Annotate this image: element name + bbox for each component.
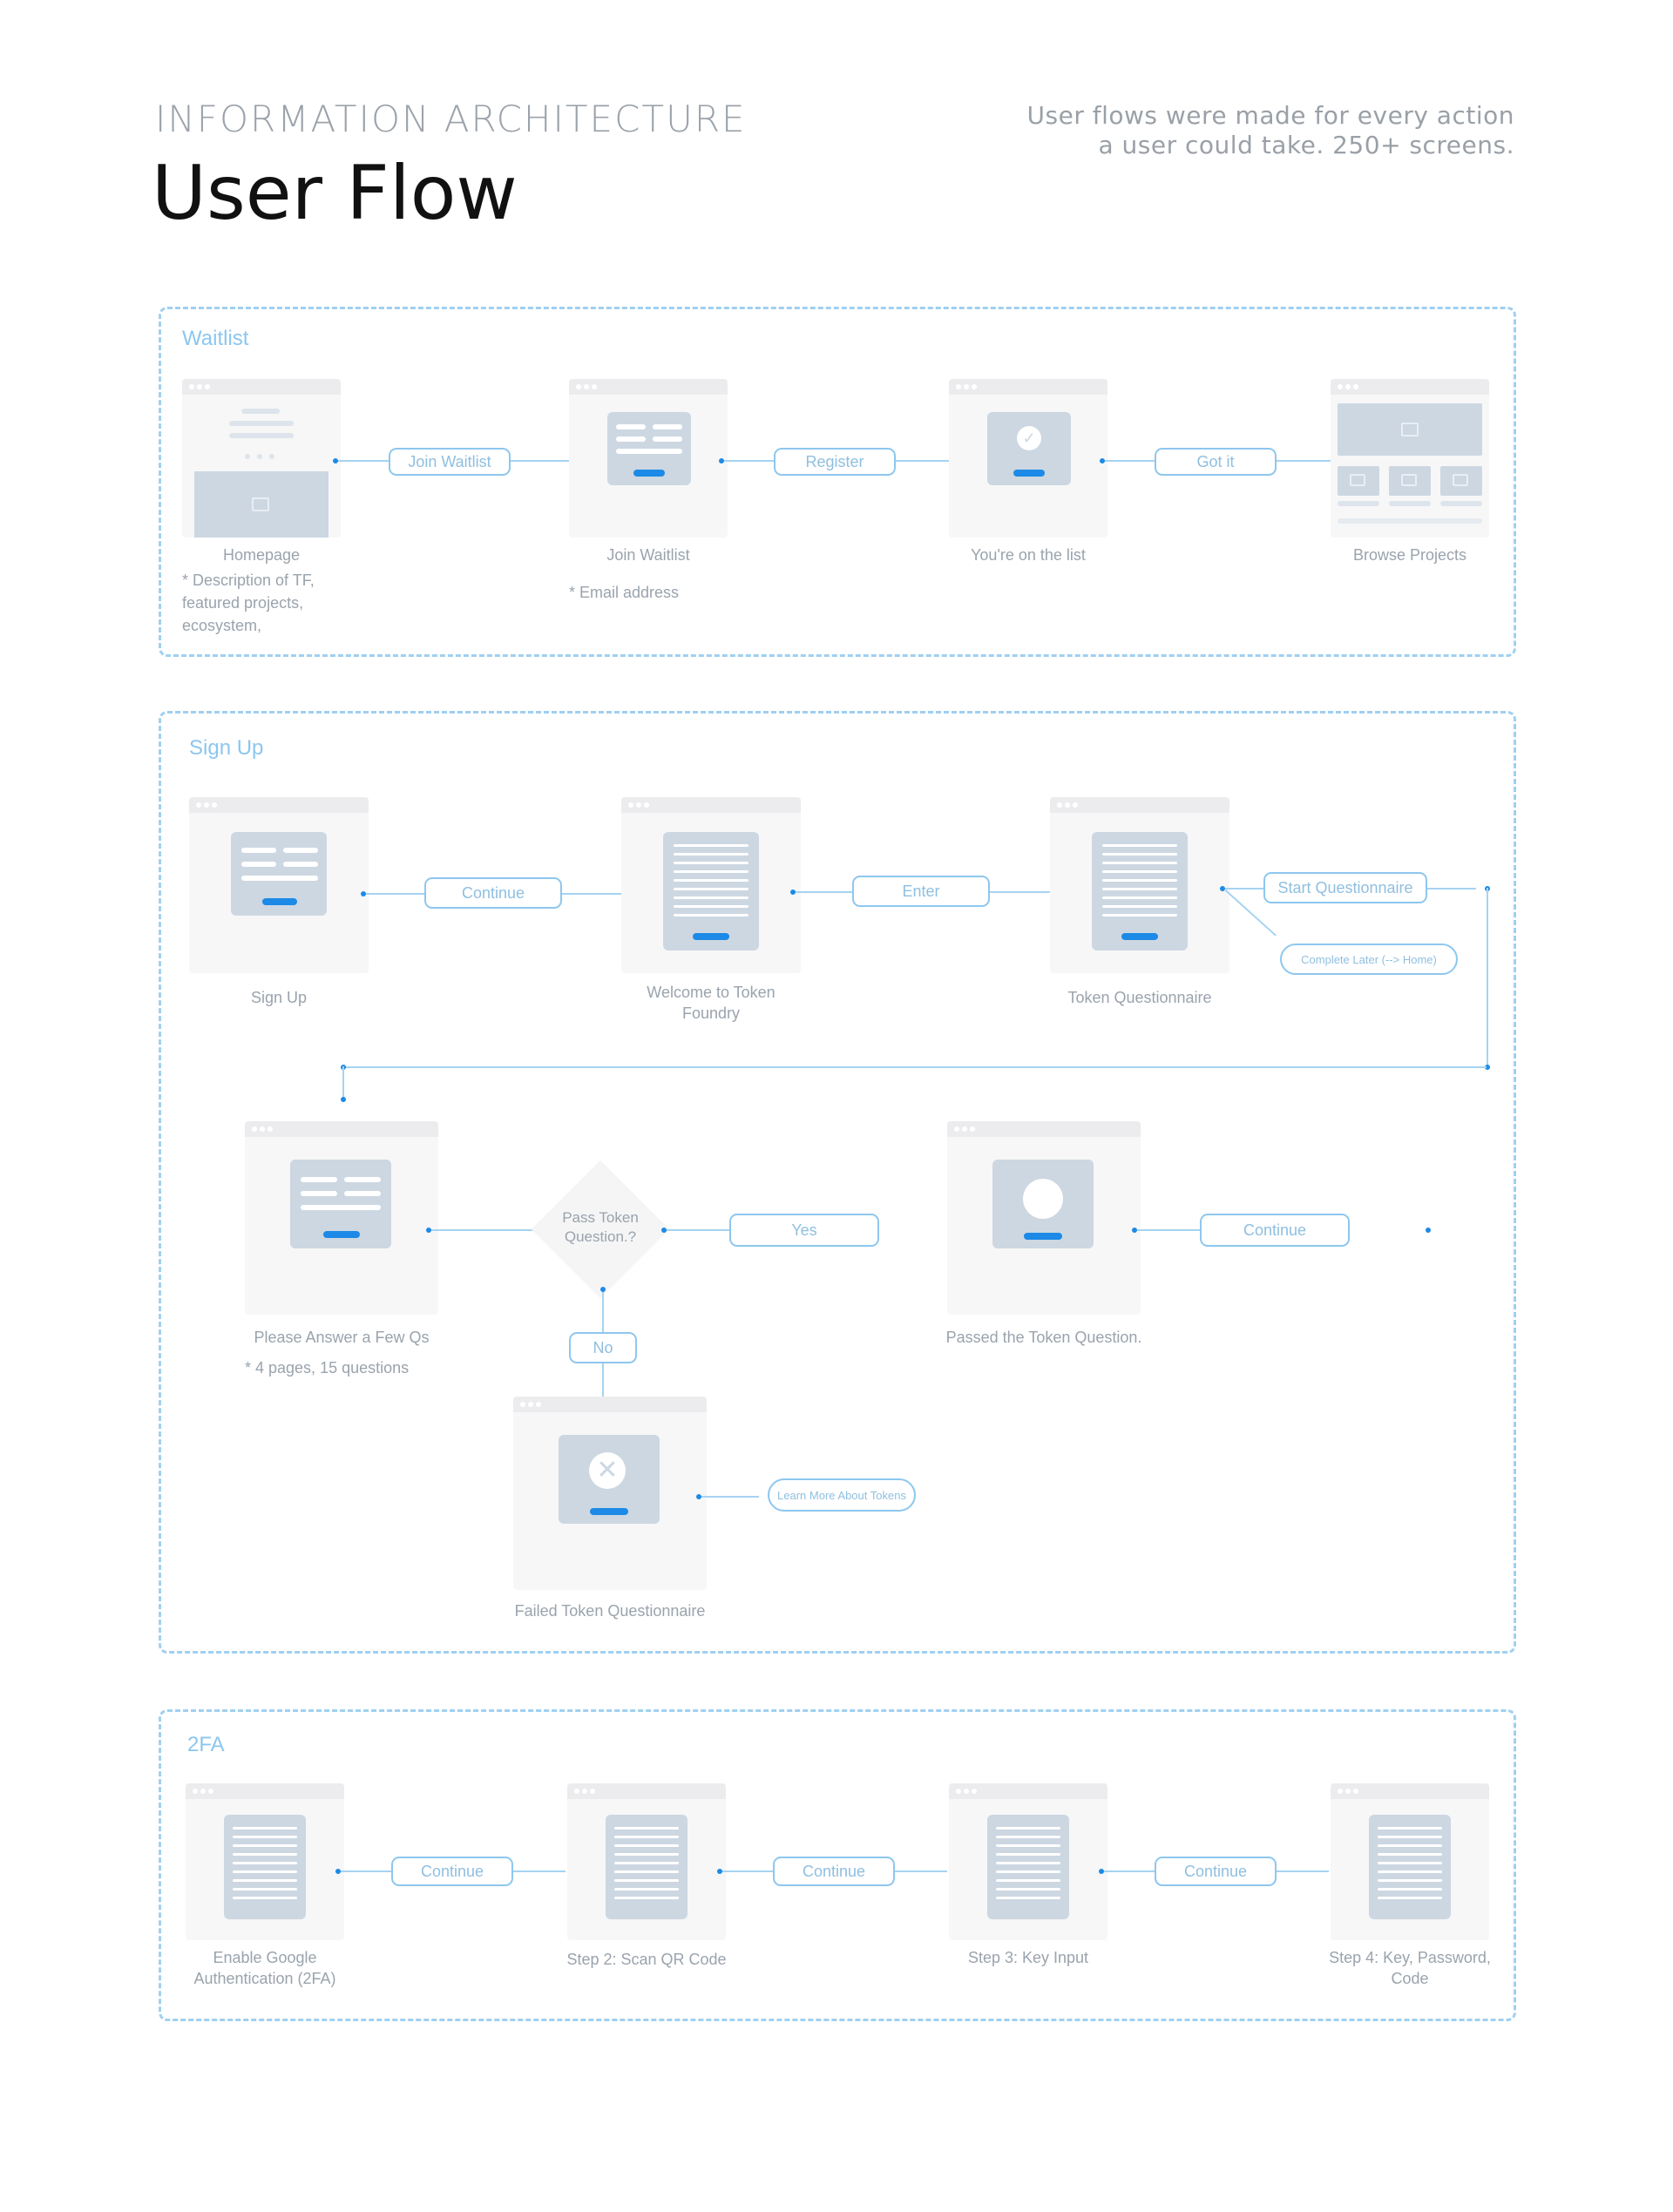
passed-label: Passed the Token Question.	[945, 1329, 1142, 1346]
answer-questions-label: Please Answer a Few Qs	[254, 1329, 430, 1346]
image-icon	[252, 497, 269, 511]
signup-label: Sign Up	[250, 989, 308, 1006]
enable-2fa-label: Enable Google Authentication (2FA)	[193, 1949, 336, 1987]
key-password-code-screen[interactable]	[1331, 1783, 1489, 1940]
on-the-list-label: You're on the list	[971, 546, 1086, 564]
welcome-label: Welcome to Token Foundry	[647, 984, 776, 1022]
page-note: User flows were made for every action a …	[1026, 101, 1514, 159]
homepage-screen[interactable]	[182, 379, 341, 538]
token-questionnaire-label: Token Questionnaire	[1067, 989, 1212, 1006]
signup-section: Sign Up Sign Up Continue Welcome to	[159, 711, 1516, 1654]
signup-continue-button[interactable]: Continue	[424, 877, 562, 909]
enter-button[interactable]: Enter	[852, 876, 990, 907]
waitlist-section-title: Waitlist	[182, 327, 249, 350]
got-it-button[interactable]: Got it	[1155, 448, 1277, 476]
join-waitlist-label: Join Waitlist	[606, 546, 690, 564]
twofa-continue-button-1[interactable]: Continue	[391, 1857, 513, 1886]
twofa-section: 2FA Enable Google Authentication (2FA) C…	[159, 1709, 1516, 2021]
welcome-screen[interactable]	[621, 797, 801, 973]
image-icon	[1401, 423, 1419, 436]
browse-projects-label: Browse Projects	[1352, 546, 1467, 564]
avatar-icon	[1023, 1179, 1063, 1219]
on-the-list-screen[interactable]: ✓	[949, 379, 1107, 538]
passed-screen[interactable]	[947, 1121, 1141, 1315]
twofa-continue-button-2[interactable]: Continue	[773, 1857, 895, 1886]
yes-button[interactable]: Yes	[729, 1214, 879, 1247]
decision-label: Pass Token Question.?	[562, 1209, 639, 1245]
key-password-code-label: Step 4: Key, Password, Code	[1329, 1949, 1491, 1987]
key-input-screen[interactable]	[949, 1783, 1107, 1940]
homepage-note: * Description of TF, featured projects, …	[182, 572, 315, 634]
join-waitlist-screen[interactable]	[569, 379, 728, 538]
close-icon: ✕	[589, 1452, 626, 1489]
complete-later-button[interactable]: Complete Later (--> Home)	[1280, 944, 1458, 975]
answer-questions-note: * 4 pages, 15 questions	[245, 1359, 410, 1377]
join-waitlist-button[interactable]: Join Waitlist	[389, 448, 511, 476]
learn-more-button[interactable]: Learn More About Tokens	[768, 1478, 916, 1512]
check-icon: ✓	[1017, 426, 1041, 450]
passed-continue-button[interactable]: Continue	[1200, 1214, 1350, 1247]
signup-screen[interactable]	[189, 797, 369, 973]
register-button[interactable]: Register	[774, 448, 896, 476]
failed-label: Failed Token Questionnaire	[514, 1602, 706, 1620]
key-input-label: Step 3: Key Input	[967, 1949, 1089, 1966]
no-button[interactable]: No	[569, 1332, 637, 1363]
scan-qr-screen[interactable]	[567, 1783, 726, 1940]
page-eyebrow: INFORMATION ARCHITECTURE	[155, 98, 747, 140]
token-questionnaire-screen[interactable]	[1050, 797, 1229, 973]
scan-qr-label: Step 2: Scan QR Code	[566, 1951, 727, 1968]
browse-projects-screen[interactable]	[1331, 379, 1489, 538]
signup-section-title: Sign Up	[189, 736, 264, 760]
twofa-continue-button-3[interactable]: Continue	[1155, 1857, 1277, 1886]
join-waitlist-note: * Email address	[569, 584, 680, 601]
start-questionnaire-button[interactable]: Start Questionnaire	[1263, 872, 1427, 903]
homepage-label: Homepage	[222, 546, 301, 564]
answer-questions-screen[interactable]	[245, 1121, 438, 1315]
waitlist-section: Waitlist Homepage * Description of TF, f…	[159, 307, 1516, 657]
failed-screen[interactable]: ✕	[513, 1397, 707, 1590]
page-title: User Flow	[152, 150, 518, 237]
enable-2fa-screen[interactable]	[186, 1783, 344, 1940]
twofa-section-title: 2FA	[187, 1733, 225, 1756]
